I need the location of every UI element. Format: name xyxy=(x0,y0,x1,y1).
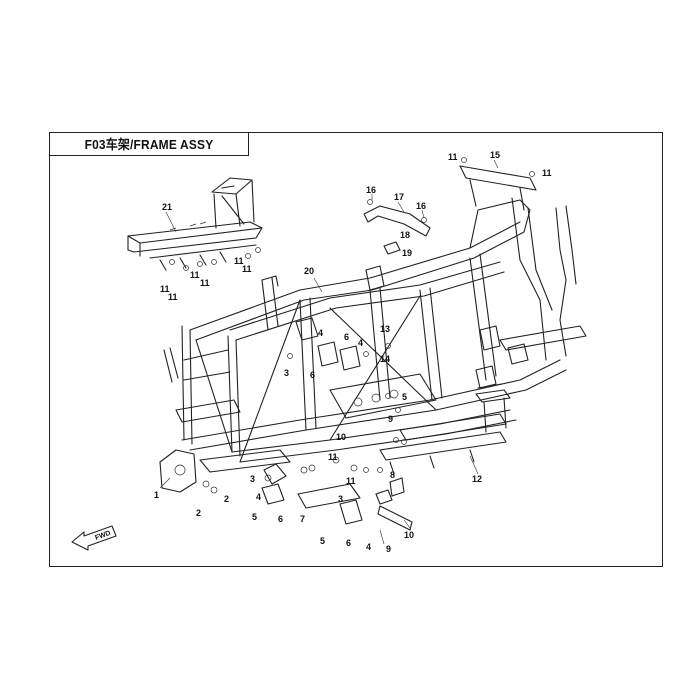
callout-6: 6 xyxy=(310,370,315,380)
callout-10: 10 xyxy=(404,530,414,540)
callout-5: 5 xyxy=(252,512,257,522)
callout-11: 11 xyxy=(328,452,338,462)
callout-4: 4 xyxy=(358,338,363,348)
diagram-frame-border xyxy=(49,132,663,567)
callout-10: 10 xyxy=(336,432,346,442)
callout-11: 11 xyxy=(160,284,170,294)
forward-arrow-icon: FWD xyxy=(71,525,117,551)
callout-4: 4 xyxy=(318,328,323,338)
callout-16: 16 xyxy=(416,201,426,211)
leader-lines xyxy=(159,159,499,545)
callout-12: 12 xyxy=(472,474,482,484)
callout-3: 3 xyxy=(338,494,343,504)
callout-7: 7 xyxy=(300,514,305,524)
callout-8: 8 xyxy=(390,470,395,480)
callout-14: 14 xyxy=(380,354,390,364)
top-bracket-assembly xyxy=(363,205,431,291)
lower-mount-assembly xyxy=(202,456,413,531)
fasteners xyxy=(169,157,535,473)
callout-3: 3 xyxy=(250,474,255,484)
callout-9: 9 xyxy=(386,544,391,554)
callout-20: 20 xyxy=(304,266,314,276)
callout-16: 16 xyxy=(366,185,376,195)
callout-6: 6 xyxy=(278,514,283,524)
callout-6: 6 xyxy=(344,332,349,342)
callout-17: 17 xyxy=(394,192,404,202)
callout-2: 2 xyxy=(224,494,229,504)
callout-labels: 21 11 11 11 11 11 11 20 16 17 16 18 19 1… xyxy=(154,150,552,554)
main-frame xyxy=(159,197,587,493)
callout-18: 18 xyxy=(400,230,410,240)
page-title: F03车架/FRAME ASSY xyxy=(84,137,213,152)
title-tab: F03车架/FRAME ASSY xyxy=(49,132,249,156)
callout-11: 11 xyxy=(168,292,178,302)
callout-13: 13 xyxy=(380,324,390,334)
callout-21: 21 xyxy=(162,202,172,212)
callout-5: 5 xyxy=(320,536,325,546)
callout-11: 11 xyxy=(234,256,244,266)
callout-11: 11 xyxy=(448,152,458,162)
callout-11: 11 xyxy=(190,270,200,280)
front-top-bracket xyxy=(459,165,537,211)
callout-9: 9 xyxy=(388,414,393,424)
callout-11: 11 xyxy=(242,264,252,274)
callout-11: 11 xyxy=(200,278,210,288)
rear-rack-assembly xyxy=(127,177,263,271)
callout-2: 2 xyxy=(196,508,201,518)
callout-11: 11 xyxy=(542,168,552,178)
callout-15: 15 xyxy=(490,150,500,160)
callout-4: 4 xyxy=(366,542,371,552)
callout-4: 4 xyxy=(256,492,261,502)
callout-5: 5 xyxy=(402,392,407,402)
callout-19: 19 xyxy=(402,248,412,258)
footrest-assembly xyxy=(379,413,507,475)
callout-6: 6 xyxy=(346,538,351,548)
callout-1: 1 xyxy=(154,490,159,500)
callout-3: 3 xyxy=(284,368,289,378)
callout-11: 11 xyxy=(346,476,356,486)
